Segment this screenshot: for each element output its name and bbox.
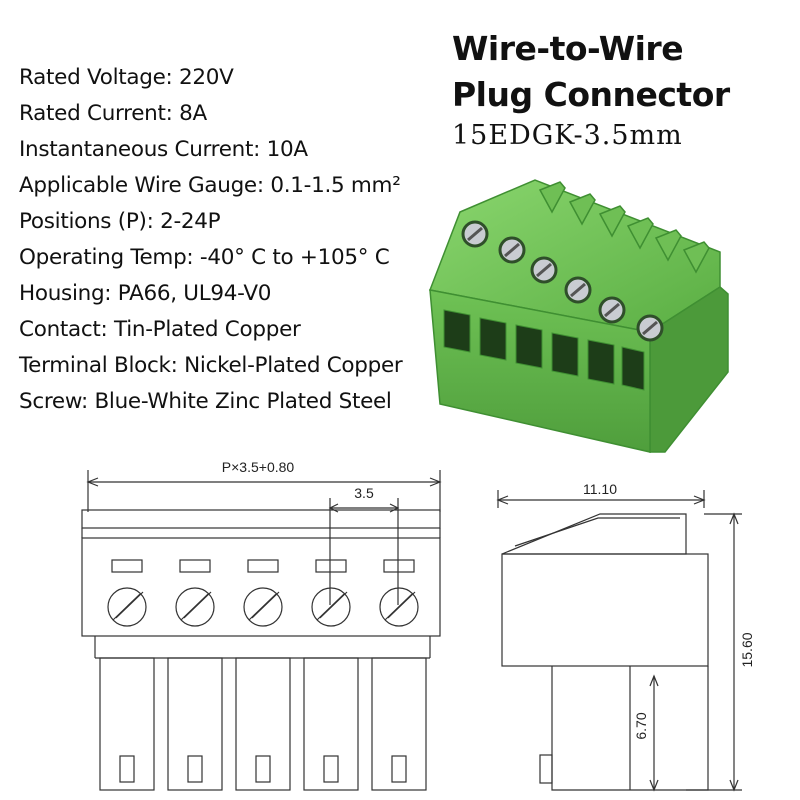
screw-heads: [461, 220, 664, 342]
dimension-height: 15.60: [739, 632, 755, 667]
product-title-block: Wire-to-Wire Plug Connector 15EDGK-3.5mm: [452, 26, 782, 151]
product-title-line-1: Wire-to-Wire: [452, 29, 684, 68]
product-title-line-2: Plug Connector: [452, 75, 730, 114]
dimension-lower-height: 6.70: [633, 712, 649, 739]
spec-terminal-block: Terminal Block: Nickel-Plated Copper: [19, 353, 403, 378]
side-view-drawing: 11.10 15.60 6.70: [496, 481, 755, 792]
front-view-drawing: P×3.5+0.80 3.5: [81, 459, 442, 791]
dimension-overall-width: P×3.5+0.80: [222, 459, 295, 475]
spec-wire-gauge: Applicable Wire Gauge: 0.1-1.5 mm²: [19, 173, 401, 198]
model-number: 15EDGK-3.5mm: [452, 120, 683, 151]
spec-contact: Contact: Tin-Plated Copper: [19, 317, 301, 342]
spec-instantaneous-current: Instantaneous Current: 10A: [19, 137, 308, 162]
spec-operating-temp: Operating Temp: -40° C to +105° C: [19, 245, 390, 270]
connector-photo: [428, 179, 729, 453]
spec-rated-voltage: Rated Voltage: 220V: [19, 65, 234, 90]
spec-screw: Screw: Blue-White Zinc Plated Steel: [19, 389, 392, 414]
spec-rated-current: Rated Current: 8A: [19, 101, 207, 126]
spec-list: Rated Voltage: 220V Rated Current: 8A In…: [19, 60, 459, 420]
spec-positions: Positions (P): 2-24P: [19, 209, 221, 234]
dimension-depth: 11.10: [583, 481, 617, 497]
spec-housing: Housing: PA66, UL94-V0: [19, 281, 272, 306]
dimension-pitch: 3.5: [354, 485, 374, 501]
